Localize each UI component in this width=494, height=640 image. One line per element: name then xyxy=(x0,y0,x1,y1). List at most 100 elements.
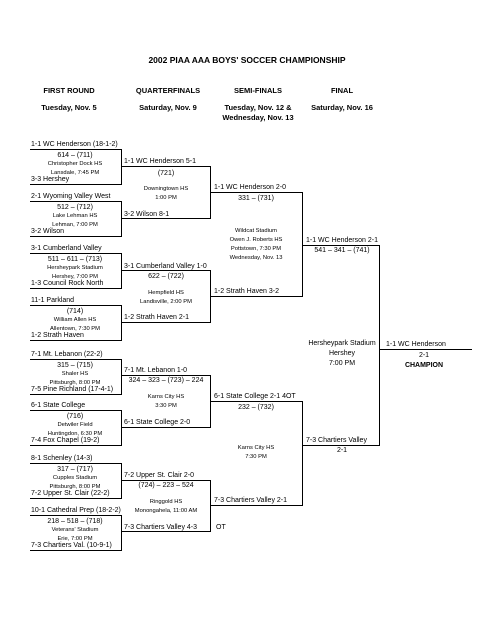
champion-team: 1-1 WC Henderson xyxy=(386,341,446,348)
qf4-bottom-team: 7-3 Chartiers Valley 4-3 xyxy=(124,524,198,531)
qf1-top-team: 1-1 WC Henderson 5-1 xyxy=(124,158,196,165)
round-date-quarterfinals: Saturday, Nov. 9 xyxy=(139,103,197,112)
fr8-bottom-line xyxy=(30,550,122,551)
fr7-top-team: 8-1 Schenley (14-3) xyxy=(31,455,93,462)
sf1-venue-city: Pottstown, 7:30 PM xyxy=(230,246,282,252)
fr8-time: Erie, 7:00 PM xyxy=(57,536,93,542)
final-bottom-line xyxy=(303,445,380,446)
qf2-bottom-team: 1-2 Strath Haven 2-1 xyxy=(124,314,189,321)
fr8-venue: Veterans' Stadium xyxy=(51,527,99,533)
fr8-top-team: 10-1 Cathedral Prep (18-2-2) xyxy=(31,507,121,514)
fr3-connector xyxy=(121,253,122,289)
qf2-venue: Hempfield HS xyxy=(148,290,184,296)
fr1-top-team: 1-1 WC Henderson (18-1-2) xyxy=(31,141,118,148)
final-score: 541 – 341 – (741) xyxy=(314,247,370,254)
fr3-top-line xyxy=(30,253,122,254)
qf3-connector xyxy=(210,375,211,428)
fr2-connector xyxy=(121,201,122,237)
fr1-bottom-line xyxy=(30,184,122,185)
final-bottom-team: 7-3 Chartiers Valley xyxy=(306,437,367,444)
fr3-score: 511 – 611 – (713) xyxy=(47,256,103,263)
fr5-top-line xyxy=(30,359,122,360)
qf1-bottom-team: 3-2 Wilson 8-1 xyxy=(124,211,170,218)
sf2-top-line xyxy=(211,401,303,402)
fr4-bottom-line xyxy=(30,340,122,341)
sf1-connector xyxy=(302,192,303,297)
sf1-score: 331 – (731) xyxy=(238,195,274,202)
fr2-venue: Lake Lehman HS xyxy=(52,213,98,219)
qf4-score: (724) – 223 – 524 xyxy=(138,482,194,489)
qf2-score: 622 – (722) xyxy=(148,273,184,280)
fr1-venue: Christopher Dock HS xyxy=(47,161,103,167)
fr6-top-line xyxy=(30,410,122,411)
round-date-first-round: Tuesday, Nov. 5 xyxy=(41,103,97,112)
fr6-score: (716) xyxy=(66,413,84,420)
fr2-score: 512 – (712) xyxy=(57,204,93,211)
qf1-top-line xyxy=(122,166,211,167)
fr4-bottom-team: 1-2 Strath Haven xyxy=(31,332,84,339)
fr1-top-line xyxy=(30,149,122,150)
qf3-time: 3:30 PM xyxy=(155,403,177,409)
final-top-line xyxy=(303,245,380,246)
champion-label: CHAMPION xyxy=(404,362,444,369)
fr7-time: Pittsburgh, 8:00 PM xyxy=(49,484,101,490)
qf3-bottom-team: 6-1 State College 2-0 xyxy=(124,419,191,426)
qf3-score: 324 – 323 – (723) – 224 xyxy=(128,377,204,384)
qf1-venue: Downingtown HS xyxy=(143,186,189,192)
sf2-time: 7:30 PM xyxy=(245,454,267,460)
round-header-first-round: FIRST ROUND xyxy=(43,86,95,95)
qf1-time: 1:00 PM xyxy=(155,195,177,201)
final-top-team: 1-1 WC Henderson 2-1 xyxy=(306,237,378,244)
fr5-score: 315 – (715) xyxy=(57,362,93,369)
qf2-top-team: 3-1 Cumberland Valley 1-0 xyxy=(124,263,207,270)
sf1-bottom-team: 1-2 Strath Haven 3-2 xyxy=(214,288,279,295)
qf3-top-team: 7-1 Mt. Lebanon 1-0 xyxy=(124,367,188,374)
qf3-bottom-line xyxy=(122,427,211,428)
qf4-bottom-line xyxy=(122,531,211,532)
sf2-top-team: 6-1 State College 2-1 4OT xyxy=(214,393,296,400)
fr1-connector xyxy=(121,149,122,185)
champion-score: 2-1 xyxy=(418,352,430,359)
fr7-venue: Cupples Stadium xyxy=(52,475,98,481)
fr6-bottom-team: 7-4 Fox Chapel (19-2) xyxy=(31,437,100,444)
sf2-bottom-team: 7-3 Chartiers Valley 2-1 xyxy=(214,497,288,504)
fr7-score: 317 – (717) xyxy=(57,466,93,473)
fr1-score: 614 – (711) xyxy=(57,152,93,159)
sf1-venue-school: Owen J. Roberts HS xyxy=(229,237,283,243)
qf3-venue: Karns City HS xyxy=(147,394,185,400)
page-title: 2002 PIAA AAA BOYS' SOCCER CHAMPIONSHIP xyxy=(148,55,346,65)
final-venue: Hersheypark Stadium xyxy=(308,340,376,347)
qf3-top-line xyxy=(122,375,211,376)
fr3-time: Hershey, 7:00 PM xyxy=(52,274,98,280)
fr2-bottom-line xyxy=(30,236,122,237)
qf4-top-line xyxy=(122,480,211,481)
fr4-connector xyxy=(121,305,122,341)
sf2-bottom-line xyxy=(211,505,303,506)
champion-line xyxy=(380,349,472,350)
fr3-bottom-team: 1-3 Council Rock North xyxy=(31,280,104,287)
fr2-top-line xyxy=(30,201,122,202)
fr2-time: Lehman, 7:00 PM xyxy=(52,222,98,228)
qf1-bottom-line xyxy=(122,218,211,219)
qf4-top-team: 7-2 Upper St. Clair 2-0 xyxy=(124,472,195,479)
qf1-connector xyxy=(210,166,211,219)
fr4-top-team: 11-1 Parkland xyxy=(31,297,75,304)
fr2-top-team: 2-1 Wyoming Valley West xyxy=(31,193,111,200)
fr7-bottom-team: 7-2 Upper St. Clair (22-2) xyxy=(31,490,110,497)
fr8-connector xyxy=(121,515,122,551)
final-connector xyxy=(379,245,380,446)
round-date-semifinals-2: Wednesday, Nov. 13 xyxy=(222,113,294,122)
final-time: 7:00 PM xyxy=(328,360,356,367)
fr4-time: Allentown, 7:30 PM xyxy=(50,326,100,332)
qf2-bottom-line xyxy=(122,322,211,323)
fr8-bottom-team: 7-3 Chartiers Val. (10-9-1) xyxy=(31,542,112,549)
sf1-top-team: 1-1 WC Henderson 2-0 xyxy=(214,184,286,191)
qf4-connector xyxy=(210,480,211,532)
sf1-bottom-line xyxy=(211,296,303,297)
fr7-connector xyxy=(121,463,122,499)
fr6-connector xyxy=(121,410,122,446)
fr1-bottom-team: 3-3 Hershey xyxy=(31,176,70,183)
fr3-bottom-line xyxy=(30,288,122,289)
fr4-top-line xyxy=(30,305,122,306)
qf4-time: Monongahela, 11:00 AM xyxy=(134,508,198,514)
